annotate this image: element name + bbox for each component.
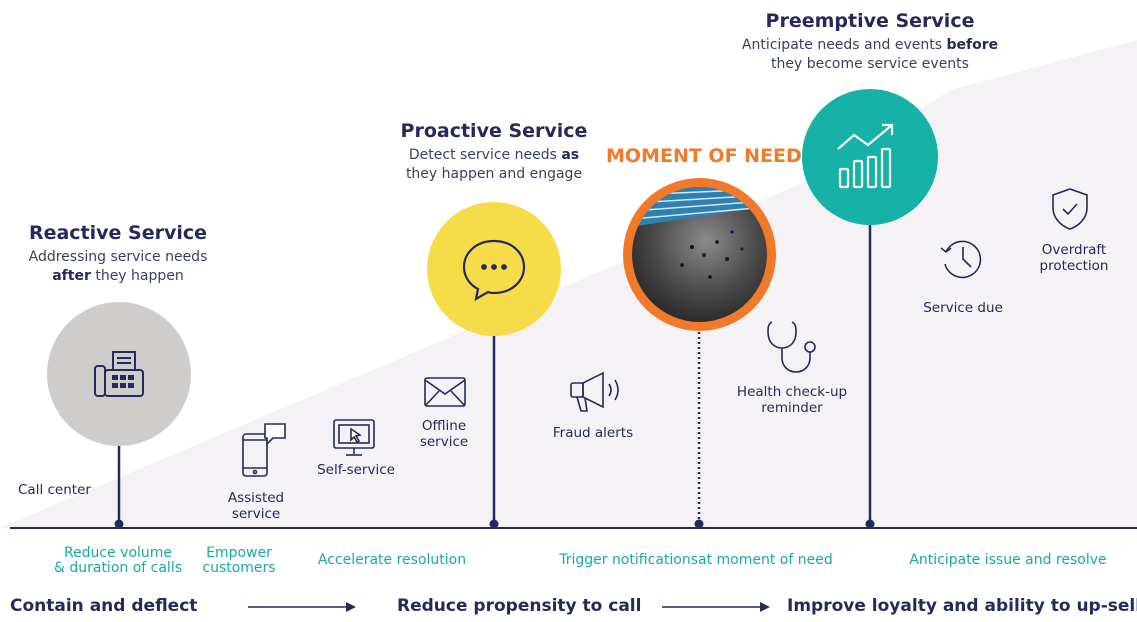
preemptive-desc-pre: Anticipate needs and events xyxy=(741,37,947,53)
moment-dot xyxy=(694,519,704,529)
preemptive-desc-line2: they become service events xyxy=(771,56,969,72)
health-line2: reminder xyxy=(761,400,823,416)
preemptive-desc-line1: Anticipate needs and events before xyxy=(720,36,1020,55)
megaphone-icon xyxy=(570,371,619,412)
offline-line2: service xyxy=(419,434,469,450)
moment-of-need-label: MOMENT OF NEED xyxy=(606,145,802,167)
proactive-desc: Detect service needs as they happen and … xyxy=(374,146,614,184)
outcome-reduce-line1: Reduce volume xyxy=(63,545,173,561)
proactive-desc-line1: Detect service needs as xyxy=(374,146,614,165)
preemptive-dot xyxy=(865,519,875,529)
offline-line1: Offline xyxy=(421,418,467,434)
reactive-desc-bold: after xyxy=(52,268,91,284)
crowd-photo xyxy=(632,187,767,322)
assisted-line2: service xyxy=(231,506,281,522)
chat-bubble-icon xyxy=(462,239,526,302)
service-due-label: Service due xyxy=(923,300,1003,316)
reactive-desc-line2: after they happen xyxy=(0,267,236,286)
clock-icon xyxy=(940,240,982,279)
assisted-line1: Assisted xyxy=(227,490,285,506)
preemptive-desc: Anticipate needs and events before they … xyxy=(720,36,1020,74)
outcome-reduce-line2: & duration of calls xyxy=(53,560,183,576)
proactive-desc-line2: they happen and engage xyxy=(405,166,583,182)
outcome-reduce-volume: Reduce volume & duration of calls xyxy=(44,546,192,576)
outcome-trigger: Trigger notificationsat moment of need xyxy=(559,552,833,568)
outcome-anticipate: Anticipate issue and resolve xyxy=(909,552,1107,568)
outcome-empower-line1: Empower xyxy=(206,545,272,561)
offline-service-label: Offline service xyxy=(404,418,484,450)
preemptive-circle xyxy=(802,89,938,225)
phone-chat-icon xyxy=(242,423,286,477)
proactive-title: Proactive Service xyxy=(400,120,588,142)
envelope-icon xyxy=(424,377,466,407)
reactive-title: Reactive Service xyxy=(28,222,208,244)
stethoscope-icon xyxy=(767,321,816,373)
growth-chart-icon xyxy=(837,123,894,189)
overdraft-line1: Overdraft xyxy=(1041,242,1107,258)
assisted-service-label: Assisted service xyxy=(214,490,298,522)
fraud-alerts-label: Fraud alerts xyxy=(552,425,634,441)
monitor-cursor-icon xyxy=(333,419,375,456)
call-center-label: Call center xyxy=(18,482,91,498)
health-checkup-label: Health check-up reminder xyxy=(722,384,862,416)
reactive-desc: Addressing service needs after they happ… xyxy=(0,248,236,286)
fax-icon xyxy=(94,351,144,397)
reactive-desc-line1: Addressing service needs xyxy=(28,249,208,265)
proactive-circle xyxy=(427,202,561,336)
preemptive-title: Preemptive Service xyxy=(765,10,975,32)
reactive-circle xyxy=(47,302,191,446)
outcome-empower: Empower customers xyxy=(194,546,284,576)
reactive-desc-rest: they happen xyxy=(90,268,184,284)
preemptive-desc-bold: before xyxy=(946,37,999,53)
moment-circle xyxy=(623,178,776,331)
health-line1: Health check-up xyxy=(736,384,848,400)
overdraft-label: Overdraft protection xyxy=(1024,242,1124,274)
proactive-desc-bold: as xyxy=(561,147,580,163)
outcome-accelerate: Accelerate resolution xyxy=(317,552,467,568)
proactive-dot xyxy=(489,519,499,529)
shield-check-icon xyxy=(1052,188,1088,230)
outcome-empower-line2: customers xyxy=(202,560,276,576)
arrow-1 xyxy=(248,602,356,612)
goal-improve: Improve loyalty and ability to up-sell xyxy=(787,596,1137,616)
arrow-2 xyxy=(662,602,770,612)
self-service-label: Self-service xyxy=(317,462,395,478)
goal-reduce: Reduce propensity to call xyxy=(397,596,642,616)
proactive-desc-pre: Detect service needs xyxy=(408,147,562,163)
reactive-dot xyxy=(114,519,124,529)
goal-contain: Contain and deflect xyxy=(10,596,198,616)
overdraft-line2: protection xyxy=(1039,258,1109,274)
